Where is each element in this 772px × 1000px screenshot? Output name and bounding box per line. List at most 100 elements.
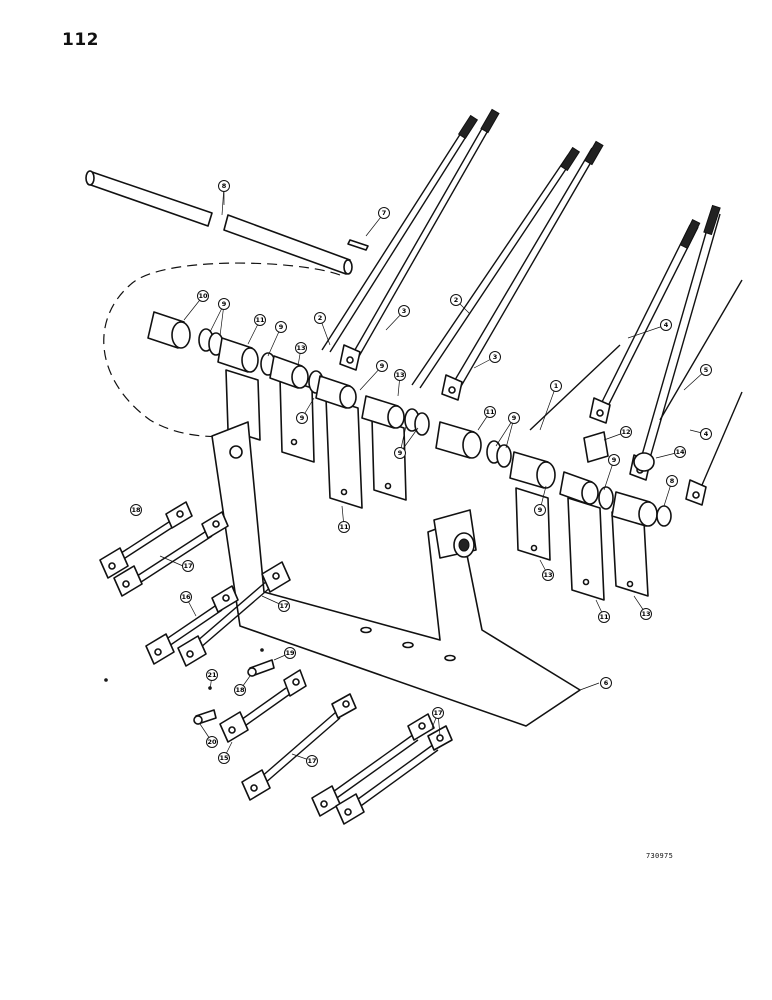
callout-8: 8 [218, 180, 230, 192]
callout-18: 18 [234, 684, 246, 696]
svg-text:18: 18 [235, 686, 245, 694]
shaft-right [223, 214, 353, 275]
svg-text:13: 13 [543, 571, 552, 579]
callout-9: 9 [296, 412, 308, 424]
svg-text:19: 19 [285, 649, 295, 657]
svg-text:5: 5 [704, 366, 709, 374]
callout-18: 18 [130, 504, 142, 516]
svg-text:11: 11 [485, 408, 495, 416]
svg-text:9: 9 [612, 456, 617, 464]
callout-15: 15 [218, 752, 230, 764]
svg-text:9: 9 [538, 506, 543, 514]
callout-9: 9 [218, 298, 230, 310]
shaft-left [85, 170, 213, 227]
callout-3: 3 [398, 305, 410, 317]
svg-text:8: 8 [222, 182, 227, 190]
svg-text:7: 7 [382, 209, 387, 217]
callout-2: 2 [314, 312, 326, 324]
callout-11: 11 [484, 406, 496, 418]
callout-9: 9 [534, 504, 546, 516]
svg-text:13: 13 [296, 344, 305, 352]
callout-2: 2 [450, 294, 462, 306]
svg-text:18: 18 [131, 506, 141, 514]
svg-text:10: 10 [198, 292, 208, 300]
shaft-path-outline [103, 262, 341, 438]
svg-text:1: 1 [554, 382, 559, 390]
svg-text:9: 9 [279, 323, 284, 331]
rod-clevises [339, 344, 707, 506]
bracket-slot [402, 641, 414, 649]
svg-text:17: 17 [433, 709, 442, 717]
rod-tips [457, 108, 721, 250]
svg-text:6: 6 [604, 679, 609, 687]
svg-text:3: 3 [493, 353, 498, 361]
callout-9: 9 [275, 321, 287, 333]
callout-11: 11 [254, 314, 266, 326]
callout-8: 8 [666, 475, 678, 487]
svg-text:15: 15 [219, 754, 229, 762]
svg-text:11: 11 [255, 316, 265, 324]
callout-5: 5 [700, 364, 712, 376]
svg-text:4: 4 [704, 430, 709, 438]
callout-4: 4 [660, 319, 672, 331]
page-number: 112 [62, 30, 99, 50]
callout-14: 14 [674, 446, 686, 458]
bracket-boss [433, 509, 477, 559]
callout-1: 1 [550, 380, 562, 392]
svg-text:2: 2 [318, 314, 323, 322]
callout-9: 9 [376, 360, 388, 372]
callout-13: 13 [640, 608, 652, 620]
svg-text:11: 11 [339, 523, 349, 531]
svg-text:9: 9 [222, 300, 227, 308]
control-rods [99, 501, 453, 825]
shaft-bushings [147, 311, 672, 527]
bracket-slot [360, 626, 372, 634]
svg-text:11: 11 [599, 613, 609, 621]
svg-text:9: 9 [512, 414, 517, 422]
svg-text:2: 2 [454, 296, 459, 304]
callout-9: 9 [508, 412, 520, 424]
callout-4: 4 [700, 428, 712, 440]
svg-text:17: 17 [183, 562, 192, 570]
callout-10: 10 [197, 290, 209, 302]
callout-16: 16 [180, 591, 192, 603]
svg-text:17: 17 [307, 757, 316, 765]
svg-text:21: 21 [207, 671, 217, 679]
svg-text:20: 20 [207, 738, 217, 746]
figure-code: 730975 [646, 852, 674, 860]
bracket-slot [444, 654, 456, 662]
callout-7: 7 [378, 207, 390, 219]
callout-17: 17 [182, 560, 194, 572]
svg-text:8: 8 [670, 477, 675, 485]
clevis-pins [104, 648, 275, 725]
svg-text:9: 9 [398, 449, 403, 457]
svg-text:4: 4 [664, 321, 669, 329]
bracket-hole [229, 445, 243, 459]
callout-11: 11 [598, 611, 610, 623]
callout-13: 13 [542, 569, 554, 581]
callout-11: 11 [338, 521, 350, 533]
callout-6: 6 [600, 677, 612, 689]
callout-3: 3 [489, 351, 501, 363]
svg-text:9: 9 [300, 414, 305, 422]
svg-text:14: 14 [675, 448, 685, 456]
callout-12: 12 [620, 426, 632, 438]
svg-text:9: 9 [380, 362, 385, 370]
callout-19: 19 [284, 647, 296, 659]
svg-text:13: 13 [395, 371, 404, 379]
callout-17: 17 [306, 755, 318, 767]
shaft-key [347, 239, 369, 251]
svg-text:3: 3 [402, 307, 407, 315]
svg-text:17: 17 [279, 602, 288, 610]
svg-text:16: 16 [181, 593, 191, 601]
callout-13: 13 [394, 369, 406, 381]
callout-17: 17 [432, 707, 444, 719]
callout-9: 9 [608, 454, 620, 466]
callout-17: 17 [278, 600, 290, 612]
callout-13: 13 [295, 342, 307, 354]
callout-9: 9 [394, 447, 406, 459]
callout-21: 21 [206, 669, 218, 681]
svg-text:13: 13 [641, 610, 650, 618]
